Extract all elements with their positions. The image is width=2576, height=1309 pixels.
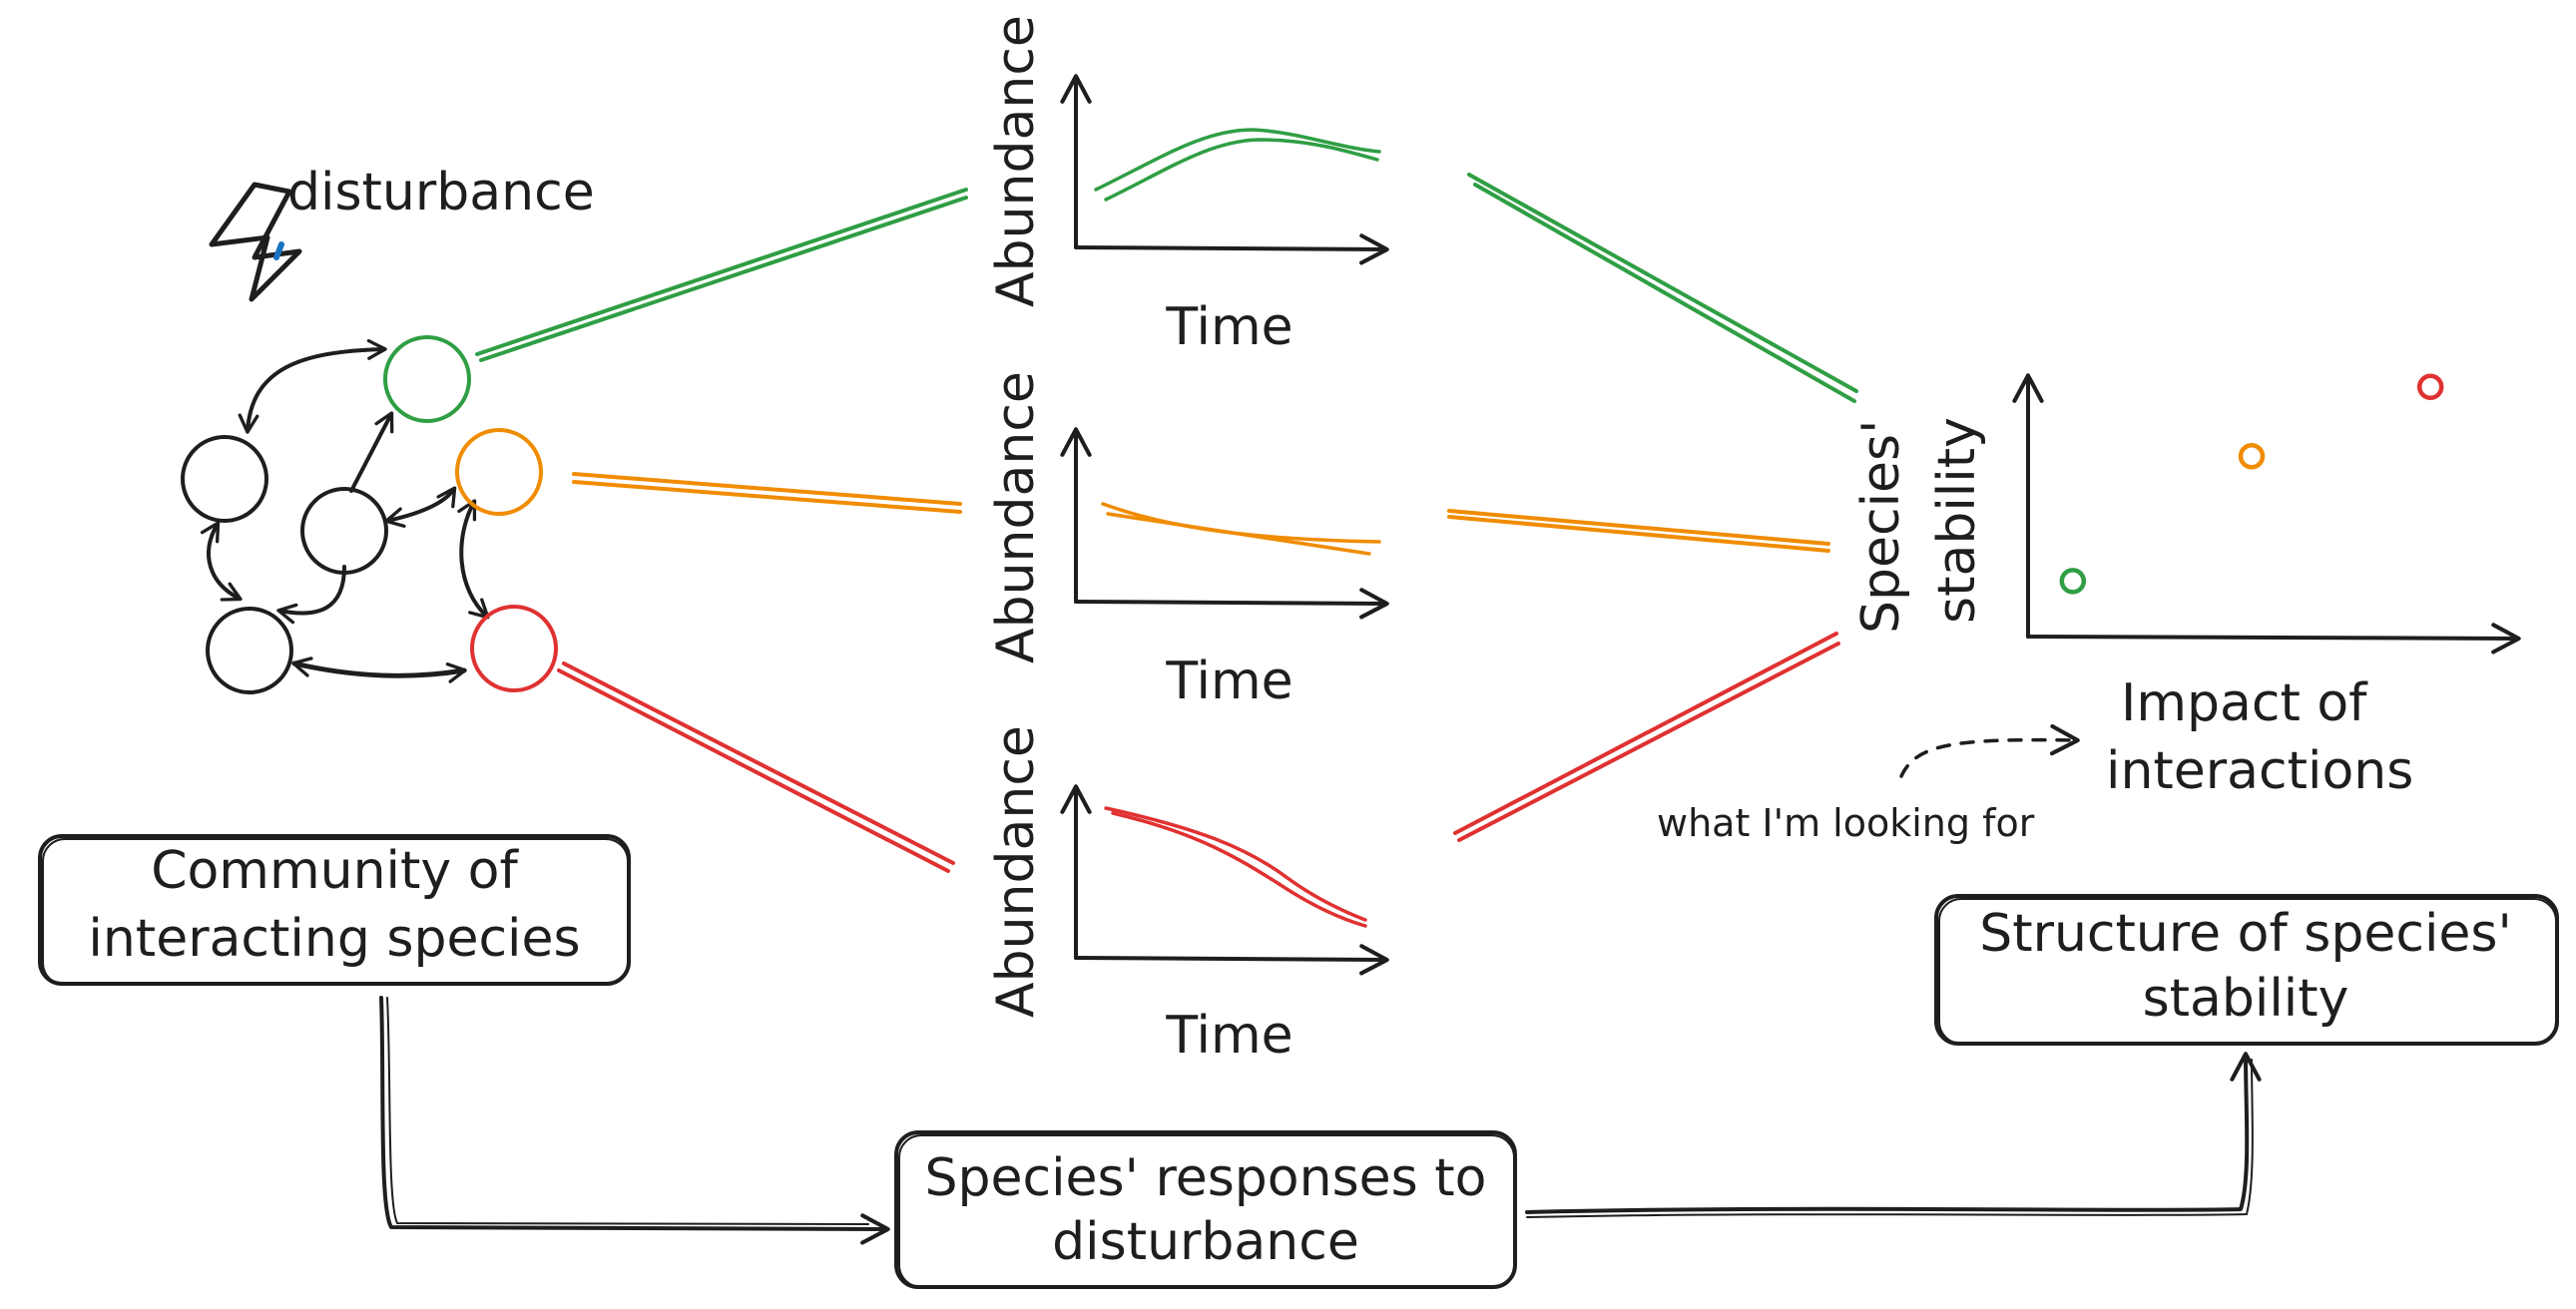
connectors-left (475, 188, 968, 873)
annotation-arrow (1899, 723, 2080, 778)
connector-green (475, 188, 968, 362)
box-responses: Species' responses to disturbance (894, 1130, 1517, 1289)
disturbance-group: disturbance (209, 163, 595, 302)
scatter-ylabel-line1: Species' (1851, 420, 1911, 634)
box-community: Community of interacting species (38, 834, 631, 986)
lightning-spark-icon (273, 241, 284, 260)
box-responses-frame-2 (898, 1134, 1515, 1288)
timeseries-xlabel: Time (1165, 652, 1292, 711)
scatter-point-green (2059, 568, 2087, 595)
species-node (181, 435, 268, 523)
connector-orange (572, 472, 962, 514)
timeseries-xlabel: Time (1165, 297, 1292, 357)
connector-red (557, 661, 955, 873)
species-node (206, 607, 293, 694)
timeseries-x-axis (1074, 588, 1389, 620)
interaction-edge (276, 565, 346, 625)
lightning-bolt-icon (209, 182, 302, 302)
interaction-edge (238, 338, 387, 434)
box-structure-line1: Structure of species' (1979, 904, 2512, 964)
box-community-frame-2 (42, 838, 629, 986)
flow-arrow-responses-to-structure-2 (1526, 1059, 2254, 1218)
stability-scatter: Species' stability Impact of interaction… (1657, 373, 2521, 845)
box-community-line1: Community of (151, 841, 519, 901)
species-node-green (383, 335, 471, 423)
timeseries-curve-orange (1101, 502, 1381, 544)
scatter-point-orange (2238, 443, 2266, 470)
box-structure: Structure of species' stability (1934, 894, 2559, 1046)
scatter-ylabel: Species' (1851, 420, 1911, 634)
timeseries-ylabel: Abundance (986, 15, 1046, 307)
scatter-ylabel-line2: stability (1927, 417, 1987, 624)
timeseries-curve-green (1094, 128, 1381, 192)
connector-green-right (1467, 173, 1858, 403)
box-responses-line1: Species' responses to (925, 1148, 1487, 1208)
interaction-edge (291, 656, 467, 683)
flow-arrow-responses-to-structure (1525, 1052, 2262, 1214)
scatter-xlabel-line1: Impact of (2121, 673, 2368, 733)
timeseries-ylabel: Abundance (986, 371, 1046, 663)
box-responses-line2: disturbance (1052, 1212, 1359, 1272)
annotation-text: what I'm looking for (1657, 801, 2035, 845)
scatter-point-red (2416, 373, 2444, 401)
scatter-xlabel-line2: interactions (2106, 741, 2413, 801)
timeseries-x-axis (1074, 944, 1389, 976)
timeseries-curve-red (1111, 811, 1367, 928)
flow-arrow-community-to-responses (379, 996, 890, 1245)
disturbance-label: disturbance (287, 163, 595, 222)
timeseries-curve-orange (1106, 512, 1371, 556)
species-network (181, 335, 558, 694)
flow-arrow-community-to-responses-2 (386, 997, 869, 1225)
timeseries-ylabel: Abundance (986, 725, 1046, 1018)
connectors-right (1447, 173, 1858, 842)
connector-orange-right (1447, 509, 1830, 553)
scatter-x-axis (2026, 623, 2521, 654)
box-community-line2: interacting species (88, 909, 580, 969)
flow-arrows (379, 996, 2262, 1245)
species-node (300, 487, 388, 575)
species-node-orange (455, 428, 543, 516)
connector-red-right (1453, 632, 1840, 842)
box-structure-frame-2 (1938, 898, 2557, 1045)
timeseries-curve-green (1104, 138, 1379, 202)
scatter-ylabel-2: stability (1927, 417, 1987, 624)
timeseries-x-axis (1074, 233, 1389, 265)
species-node-red (470, 605, 558, 692)
interaction-edge (457, 499, 490, 620)
timeseries-curve-red (1104, 806, 1367, 922)
box-structure-line2: stability (2143, 969, 2349, 1029)
scatter-points (2059, 373, 2444, 595)
interaction-edge (384, 486, 457, 528)
interaction-edge (349, 411, 394, 493)
interaction-edge (200, 521, 243, 602)
timeseries-xlabel: Time (1165, 1006, 1292, 1066)
